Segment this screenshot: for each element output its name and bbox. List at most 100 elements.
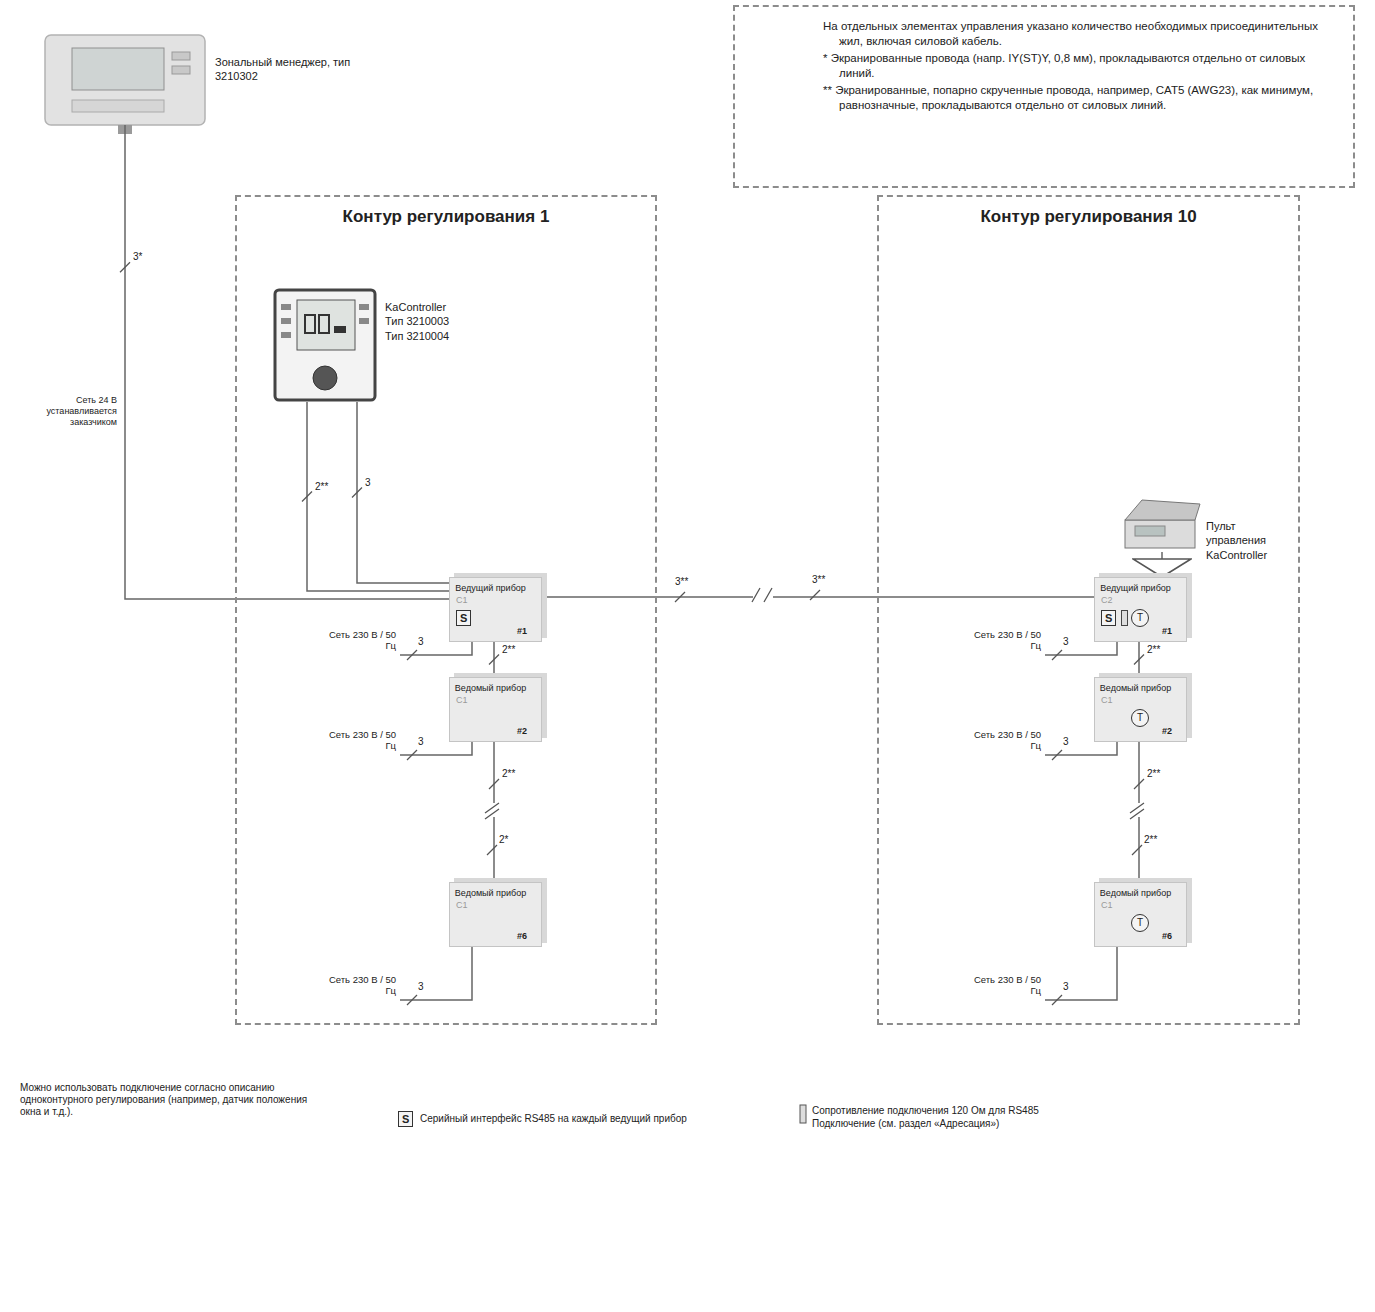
wire-count: 3 — [1063, 981, 1069, 993]
device-code: C1 — [456, 695, 468, 705]
device-number: #2 — [517, 726, 527, 736]
wire-count: 3** — [674, 576, 689, 588]
slave-device: Ведомый приборC1 #2 — [449, 677, 542, 742]
footnote: Можно использовать подключение согласно … — [20, 1082, 320, 1118]
wire-tick — [1132, 845, 1142, 855]
wire-tick — [1052, 995, 1062, 1005]
panel-display — [1135, 526, 1165, 536]
wire-tick — [407, 650, 417, 660]
kacontroller-button — [281, 318, 291, 324]
device-title: Ведомый прибор — [450, 888, 531, 898]
power-wire — [400, 945, 472, 1000]
wire-tick — [1134, 779, 1144, 789]
termination-resistor — [1121, 610, 1128, 626]
slave-device: Ведомый приборC1T#2 — [1094, 677, 1187, 742]
slave-device: Ведомый приборC1 #6 — [449, 882, 542, 947]
power-label: Сеть 230 В / 50 Гц — [963, 629, 1041, 652]
bus-connector — [307, 402, 449, 591]
control-panel: Пульт управления KaController — [1122, 507, 1202, 552]
wire-tick — [352, 488, 362, 498]
panel-lid — [1125, 500, 1200, 520]
wire-tick — [1052, 650, 1062, 660]
wire-count: 2** — [1146, 644, 1161, 656]
wire-tick — [1134, 655, 1144, 665]
kacontroller-button — [359, 318, 369, 324]
power-wire — [1045, 640, 1117, 655]
interface-symbol: S — [1101, 610, 1116, 626]
wire-tick — [1052, 750, 1062, 760]
wire-tick — [810, 590, 820, 600]
device-number: #6 — [517, 931, 527, 941]
device-code: C1 — [1101, 900, 1113, 910]
device-code: C1 — [456, 595, 468, 605]
kacontroller: KaController Тип 3210003 Тип 3210004 — [277, 292, 377, 402]
power-wire — [400, 740, 472, 755]
wire-tick — [489, 779, 499, 789]
note-text: * Экранированные провода (напр. IY(ST)Y,… — [823, 51, 1339, 81]
kacontroller-device — [275, 290, 375, 400]
bus-connector — [357, 402, 449, 583]
break-gap — [753, 589, 773, 601]
kacontroller-button — [359, 304, 369, 310]
device-title: Ведомый прибор — [450, 683, 531, 693]
display-digit — [305, 315, 315, 333]
kacontroller-display — [297, 300, 355, 350]
zone-manager: Зональный менеджер, тип 3210302 — [45, 35, 205, 125]
device-number: #6 — [1162, 931, 1172, 941]
device-label: KaController Тип 3210003 Тип 3210004 — [385, 300, 465, 343]
zone-manager-button — [172, 66, 190, 74]
power-wire — [400, 640, 472, 655]
display-digit — [319, 315, 329, 333]
wire-tick — [489, 655, 499, 665]
device-label: Пульт управления KaController — [1206, 519, 1292, 562]
interface-symbol: S — [456, 610, 471, 626]
power-label: Сеть 230 В / 50 Гц — [963, 974, 1041, 997]
region-heading: Контур регулирования 1 — [237, 207, 655, 227]
kacontroller-frame — [275, 290, 375, 400]
resistor-symbol — [800, 1105, 806, 1123]
power-label: Сеть 230 В / 50 Гц — [318, 974, 396, 997]
power-label: Сеть 230 В / 50 Гц — [963, 729, 1041, 752]
power-label: Сеть 230 В / 50 Гц — [318, 729, 396, 752]
control-loop-region: KaController Тип 3210003 Тип 3210004Веду… — [235, 195, 657, 1025]
sensor-symbol: T — [1131, 609, 1149, 627]
power-wire — [1045, 740, 1117, 755]
break-mark — [485, 803, 499, 819]
device-number: #1 — [1162, 626, 1172, 636]
device-title: Ведомый прибор — [1095, 683, 1176, 693]
wire-tick — [675, 592, 685, 602]
power-wires — [400, 640, 1117, 1000]
wire-tick — [120, 262, 130, 272]
wire-count: 2** — [501, 644, 516, 656]
device-code: C1 — [456, 900, 468, 910]
device-code: C1 — [1101, 695, 1113, 705]
display-segment — [334, 326, 346, 333]
bus-connector — [542, 596, 1094, 598]
slave-device: Ведомый приборC1T #6 — [1094, 882, 1187, 947]
bus-connector — [1161, 552, 1163, 577]
wire-count: 2** — [314, 481, 329, 493]
device-title: Ведомый прибор — [1095, 888, 1176, 898]
supply-note: Сеть 24 В устанавливается заказчиком — [45, 395, 117, 427]
wire-tick — [407, 995, 417, 1005]
control-panel-device — [1125, 500, 1200, 548]
wire-count: 2** — [1144, 834, 1157, 846]
wire-count: 3** — [812, 574, 825, 586]
zone-manager-device — [45, 35, 205, 134]
power-label: Сеть 230 В / 50 Гц — [318, 629, 396, 652]
legend-text: Серийный интерфейс RS485 на каждый ведущ… — [420, 1112, 720, 1125]
kacontroller-button — [281, 304, 291, 310]
zone-manager-keypad — [72, 100, 164, 112]
wire-count: 3 — [418, 636, 424, 648]
master-device: Ведущий приборC1S#1 — [449, 577, 542, 642]
device-number: #2 — [1162, 726, 1172, 736]
wire-count: 3 — [418, 981, 424, 993]
kacontroller-knob — [313, 366, 337, 390]
wire-count: 3 — [364, 477, 372, 489]
power-wire — [1045, 945, 1117, 1000]
sensor-symbol: T — [1131, 914, 1149, 932]
device-title: Ведущий прибор — [450, 583, 531, 593]
legend-text: Сопротивление подключения 120 Ом для RS4… — [812, 1104, 1052, 1130]
region-heading: Контур регулирования 10 — [879, 207, 1298, 227]
